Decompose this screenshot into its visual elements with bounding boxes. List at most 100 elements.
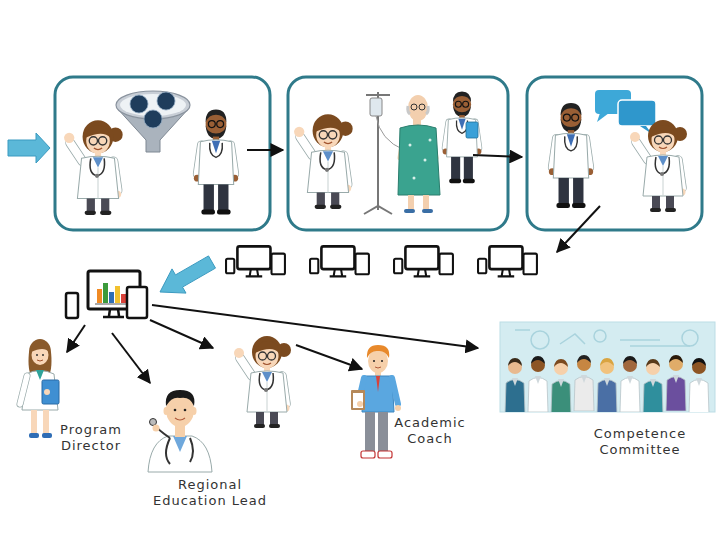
supervisor-figure <box>443 91 482 183</box>
distribution-arrow <box>296 345 362 369</box>
resident-figure <box>64 120 123 215</box>
coach-figure-part <box>375 367 381 368</box>
coach-figure-part <box>375 371 381 376</box>
director-figure-part <box>43 410 49 434</box>
dashboard-icon-part <box>97 289 102 303</box>
dashboard-icon-part <box>115 286 120 303</box>
stage-panel <box>527 77 702 230</box>
coach-figure-part <box>395 405 401 411</box>
committee-picture-part-part <box>551 359 571 412</box>
resident-figure <box>294 114 353 209</box>
director-figure-part <box>36 370 44 380</box>
device-icons <box>226 246 285 276</box>
dashboard-icon <box>66 271 147 318</box>
role-node: Program Director <box>52 422 130 454</box>
role-node: Regional Education Lead <box>140 477 280 509</box>
coach-figure-part <box>353 393 363 408</box>
committee-picture-part-part <box>643 359 663 412</box>
iv-stand <box>364 92 404 214</box>
funnel-icon <box>116 91 190 152</box>
speech-bubbles <box>595 90 656 134</box>
committee-picture-part-part <box>528 356 548 412</box>
patient-figure-part <box>419 104 425 110</box>
patient-figure-part <box>429 139 432 142</box>
committee-picture-part-part <box>531 331 549 349</box>
committee-picture-part-part <box>597 358 617 412</box>
patient-figure-part <box>422 209 433 213</box>
patient-figure-part <box>404 209 415 213</box>
role-label: Program Director <box>52 422 130 454</box>
patient-figure-part <box>398 125 440 195</box>
director-figure-part <box>44 389 50 395</box>
flow-arrow <box>557 206 600 252</box>
coach-figure-part <box>373 360 375 362</box>
coach-figure-part <box>378 412 388 452</box>
patient-figure-part <box>408 195 414 210</box>
committee-picture-part-part <box>666 355 686 411</box>
director-figure-part <box>20 376 27 404</box>
director-figure <box>20 339 59 438</box>
committee-picture-part-part <box>689 358 709 412</box>
committee-picture-part-part <box>505 358 525 412</box>
coach-figure-part <box>357 401 363 407</box>
role-node: Academic Coach <box>384 415 476 447</box>
lead-figure <box>148 390 212 472</box>
lead-figure-part <box>166 390 195 406</box>
coach-figure-part <box>351 390 365 410</box>
role-node: Competence Committee <box>580 426 700 458</box>
data-flow-arrow <box>160 256 216 293</box>
role-label: Regional Education Lead <box>140 477 280 509</box>
distribution-arrow <box>112 333 150 383</box>
entry-arrow <box>8 133 50 163</box>
committee-picture-part-part <box>620 356 640 412</box>
dashboard-icon-part <box>95 304 130 305</box>
patient-figure-part <box>411 104 417 110</box>
patient-figure <box>398 95 440 213</box>
resident-figure <box>630 120 687 212</box>
coach-figure-part <box>361 451 375 458</box>
dashboard-icon-part <box>66 293 78 318</box>
funnel-icon-part <box>144 110 162 128</box>
patient-figure-part <box>413 177 416 180</box>
supervisor-figure <box>194 110 238 215</box>
coach-figure-part <box>365 412 375 452</box>
lead-figure-part <box>148 436 212 472</box>
coach-figure <box>351 345 401 458</box>
funnel-icon-part <box>130 95 148 113</box>
director-figure-part <box>31 410 37 434</box>
director-figure-part <box>20 376 27 404</box>
lead-figure-part <box>150 419 157 426</box>
speech-bubbles-part <box>618 100 656 126</box>
committee-picture <box>500 322 715 415</box>
iv-stand-part <box>364 206 392 214</box>
director-figure-part <box>42 433 52 438</box>
director-figure-part <box>29 433 39 438</box>
supervisor-figure <box>549 103 593 208</box>
stage-panel <box>55 77 270 230</box>
director-figure-part <box>42 354 44 356</box>
iv-stand-part <box>366 94 390 96</box>
role-label: Competence Committee <box>580 426 700 458</box>
director-figure-part <box>37 360 43 361</box>
device-icons <box>394 246 453 276</box>
lead-figure-part <box>192 407 197 415</box>
committee-picture-part-part <box>682 330 698 346</box>
coach-figure-part <box>376 376 380 392</box>
director-figure-part <box>36 354 38 356</box>
iv-stand-part <box>370 98 382 116</box>
committee-picture-part-part <box>594 330 606 342</box>
director-figure-part <box>42 380 59 404</box>
stage-panel <box>288 77 508 230</box>
distribution-arrow <box>152 305 478 348</box>
lead-figure-part <box>190 438 193 462</box>
coach-figure-part <box>362 376 394 412</box>
resident-figure <box>234 336 291 428</box>
speech-bubbles-part <box>597 113 609 122</box>
lead-figure-part <box>153 425 160 432</box>
device-icons <box>310 246 369 276</box>
funnel-icon-part <box>157 92 175 110</box>
